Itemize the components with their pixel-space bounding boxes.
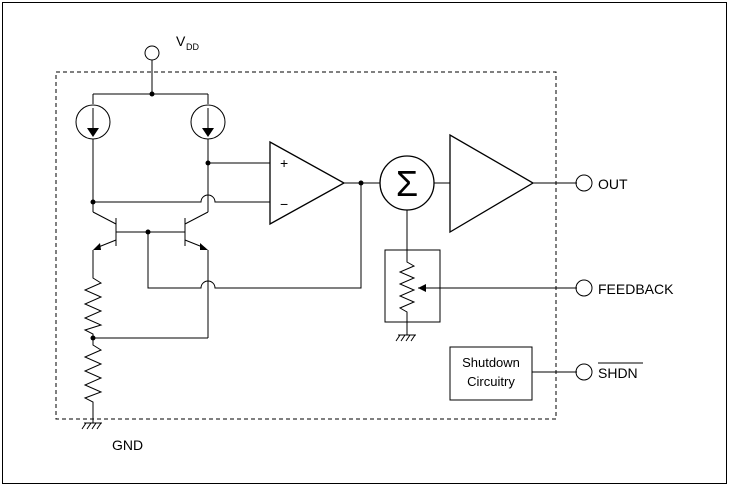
current-source-right	[190, 94, 226, 196]
opamp-plus-label: +	[280, 155, 288, 171]
shutdown-line2: Circuitry	[467, 374, 515, 389]
out-label: OUT	[598, 176, 628, 192]
opamp-minus-label: −	[280, 196, 288, 212]
resistor-bottom	[83, 338, 103, 423]
out-pin	[575, 174, 593, 192]
gnd-label: GND	[112, 437, 143, 453]
sigma-symbol: Σ	[396, 163, 418, 204]
vdd-label: V	[176, 33, 186, 49]
shutdown-line1: Shutdown	[462, 355, 520, 370]
resistor-top	[83, 272, 103, 338]
summer-node: Σ	[379, 155, 435, 211]
return-wire	[147, 183, 362, 289]
vdd-label-sub: DD	[186, 42, 199, 52]
shutdown-block	[449, 346, 533, 401]
feedback-pin	[575, 279, 593, 297]
feedback-divider-box	[384, 249, 441, 323]
opamp: + −	[269, 140, 346, 226]
current-source-left	[75, 94, 111, 202]
ground-symbol	[81, 422, 102, 430]
feedback-label: FEEDBACK	[598, 281, 674, 297]
transistor-right	[184, 196, 209, 338]
shdn-pin	[575, 363, 593, 381]
output-amplifier	[449, 133, 535, 234]
minus-input-wire	[93, 194, 270, 203]
chip-boundary	[55, 71, 557, 420]
vdd-pin: V DD	[93, 33, 208, 97]
divider-ground-symbol	[395, 334, 416, 342]
transistor-left	[92, 202, 117, 272]
shdn-label: SHDN	[598, 365, 638, 381]
